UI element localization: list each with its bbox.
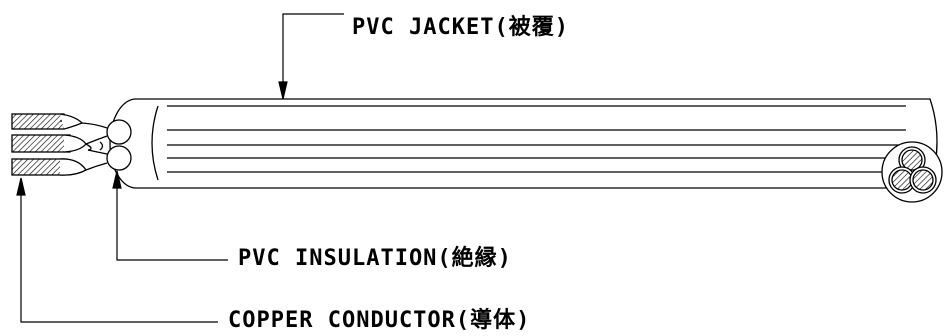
- jacket-arrowhead: [278, 81, 288, 100]
- jacket-leader-line: [282, 13, 344, 88]
- cable-cross-section: [881, 141, 943, 203]
- insulation-core-end: [106, 119, 132, 145]
- cable-side-view: [11, 98, 938, 189]
- conductor-arrowhead: [16, 177, 26, 196]
- copper-conductors: [11, 113, 87, 176]
- insulation-leader-line: [116, 182, 228, 261]
- pvc-insulation-cores: [59, 119, 132, 173]
- copper-conductor-label: COPPER CONDUCTOR(導体): [228, 308, 531, 333]
- leader-lines: [16, 13, 344, 323]
- pvc-jacket-label: PVC JACKET(被覆): [352, 15, 569, 40]
- insulation-core-end: [106, 145, 132, 171]
- pvc-jacket-outline: [109, 98, 938, 189]
- cross-section-conductor: [901, 149, 923, 171]
- pvc-insulation-label: PVC INSULATION(絶縁): [238, 246, 512, 271]
- cross-section-conductor: [912, 169, 934, 191]
- insulation-arrowhead: [112, 170, 122, 189]
- conductor-leader-line: [20, 190, 218, 323]
- cross-section-conductor: [891, 169, 913, 191]
